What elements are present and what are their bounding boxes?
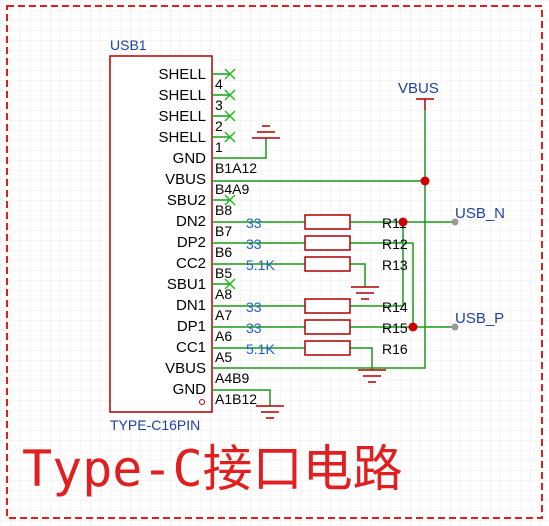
wire-vbus-rail	[212, 110, 426, 369]
connector-body	[109, 55, 213, 413]
resistor-r14	[304, 298, 351, 314]
pin-label: DN1	[176, 297, 206, 314]
usb-n-port	[451, 218, 459, 226]
pin-number: A1B12	[215, 391, 257, 407]
r16-value: 5.1K	[246, 341, 275, 357]
pin-number: B1A12	[215, 160, 257, 176]
pin-number: A7	[215, 307, 232, 323]
r12-ref: R12	[382, 236, 408, 252]
pin-number: 3	[215, 97, 223, 113]
r12-value: 33	[246, 236, 262, 252]
wire-r13-gnd	[350, 263, 366, 287]
ground-symbols	[252, 125, 386, 419]
no-connect-icon	[224, 278, 236, 290]
pin-label: DN2	[176, 213, 206, 230]
wire-gnd-bottom	[212, 389, 271, 406]
junction-dot	[408, 322, 418, 332]
component-designator: USB1	[110, 37, 147, 53]
r15-value: 33	[246, 320, 262, 336]
vbus-power-symbol	[416, 98, 434, 110]
pin-label: CC1	[176, 339, 206, 356]
pin-number: B4A9	[215, 181, 249, 197]
ground-icon	[252, 125, 280, 139]
pin-label: SBU2	[167, 192, 206, 209]
usb-p-port	[451, 323, 459, 331]
pin1-marker	[199, 399, 205, 405]
pin-label: SHELL	[158, 129, 206, 146]
ground-icon	[351, 286, 379, 300]
resistor-bodies	[304, 214, 351, 356]
junctions	[398, 176, 430, 332]
pin-number: B6	[215, 244, 232, 260]
resistor-r15	[304, 319, 351, 335]
wires	[212, 110, 455, 406]
usb-n-net-label: USB_N	[455, 205, 505, 222]
pin-number: B7	[215, 223, 232, 239]
no-connect-icon	[224, 131, 236, 143]
r15-ref: R15	[382, 320, 408, 336]
pin-label: GND	[173, 150, 207, 167]
pin-number: A6	[215, 328, 232, 344]
vbus-net-label: VBUS	[398, 80, 439, 97]
junction-dot	[420, 176, 430, 186]
no-connect-icon	[224, 110, 236, 122]
pin-label: SHELL	[158, 108, 206, 125]
no-connect-marks	[224, 68, 236, 290]
pin-group: SHELL4SHELL3SHELL2SHELL1GNDB1A12VBUSB4A9…	[158, 66, 257, 407]
pin-number: 1	[215, 139, 223, 155]
no-connect-icon	[224, 89, 236, 101]
ground-icon	[256, 405, 284, 419]
no-connect-icon	[224, 68, 236, 80]
junction-dot	[398, 217, 408, 227]
resistor-r16	[304, 340, 351, 356]
pin-label: DP1	[177, 318, 206, 335]
wire-r16-gnd	[350, 347, 373, 370]
r13-value: 5.1K	[246, 257, 275, 273]
r14-value: 33	[246, 299, 262, 315]
pin-number: A8	[215, 286, 232, 302]
no-connect-icon	[224, 194, 236, 206]
component-part-name: TYPE-C16PIN	[110, 417, 200, 433]
resistor-r13	[304, 256, 351, 272]
r16-ref: R16	[382, 341, 408, 357]
r14-ref: R14	[382, 299, 408, 315]
pin-label: GND	[173, 381, 207, 398]
pin-number: 2	[215, 118, 223, 134]
dashed-border	[6, 5, 543, 519]
ground-icon	[358, 369, 386, 383]
resistor-r12	[304, 235, 351, 251]
pin-label: VBUS	[165, 360, 206, 377]
diagram-title: Type-C接口电路	[22, 440, 403, 498]
r11-value: 33	[246, 215, 262, 231]
pin-label: SHELL	[158, 66, 206, 83]
pin-label: VBUS	[165, 171, 206, 188]
pin-stubs	[212, 73, 230, 285]
pin-number: 4	[215, 76, 223, 92]
pin-label: CC2	[176, 255, 206, 272]
pin-label: DP2	[177, 234, 206, 251]
pin-number: B5	[215, 265, 232, 281]
pin-label: SHELL	[158, 87, 206, 104]
usb-p-net-label: USB_P	[455, 310, 504, 327]
pin-number: B8	[215, 202, 232, 218]
wire-gnd-top	[212, 138, 267, 159]
r13-ref: R13	[382, 257, 408, 273]
pin-number: A5	[215, 349, 232, 365]
resistor-r11	[304, 214, 351, 230]
pin-number: A4B9	[215, 370, 249, 386]
pin-label: SBU1	[167, 276, 206, 293]
